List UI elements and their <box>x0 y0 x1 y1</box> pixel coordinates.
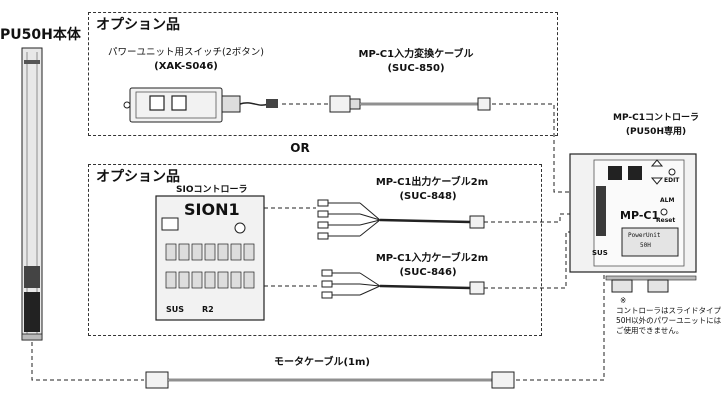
option-bottom-heading: オプション品 <box>96 169 180 185</box>
suc848-code: (SUC-848) <box>399 191 457 202</box>
switch-name: パワーユニット用スイッチ(2ボタン) <box>108 47 264 58</box>
suc848-cable <box>317 199 485 240</box>
or-label: OR <box>290 141 310 155</box>
note-line2: 50H以外のパワーユニットには <box>616 316 721 325</box>
controller-alm-label: ALM <box>660 197 675 204</box>
controller-model: MP-C1 <box>620 209 660 222</box>
controller-screen-line1: PowerUnit <box>628 232 661 239</box>
switch-code: (XAK-S046) <box>154 61 218 72</box>
pu50h-unit <box>21 47 43 341</box>
controller-reset-label: Reset <box>656 217 676 224</box>
option-top-heading: オプション品 <box>96 17 180 33</box>
controller-edit-label: EDIT <box>664 177 680 184</box>
note-mark: ※ <box>620 296 627 305</box>
sio-label: SIOコントローラ <box>176 185 248 195</box>
sio-footer-sus: SUS <box>166 305 185 314</box>
option-box-top <box>88 12 558 136</box>
sio-device <box>155 195 265 321</box>
pu50h-title: PU50H本体 <box>0 27 81 43</box>
motor-cable-name: モータケーブル(1m) <box>274 357 370 368</box>
note-line1: コントローラはスライドタイプ <box>616 306 721 315</box>
suc850-code: (SUC-850) <box>387 63 445 74</box>
suc850-name: MP-C1入力変換ケーブル <box>358 49 474 60</box>
option-box-bottom <box>88 164 542 336</box>
controller-brand: SUS <box>592 249 608 257</box>
mpc1-controller <box>569 153 697 293</box>
sio-footer-r2: R2 <box>202 305 214 314</box>
suc850-cable <box>329 95 491 113</box>
note-line3: ご使用できません。 <box>616 326 684 335</box>
suc848-name: MP-C1出力ケーブル2m <box>375 177 489 188</box>
controller-title: MP-C1コントローラ <box>613 113 699 123</box>
controller-subtitle: (PU50H専用) <box>625 127 687 137</box>
switch-device <box>123 87 278 123</box>
suc846-name: MP-C1入力ケーブル2m <box>375 253 489 264</box>
suc846-cable <box>321 269 485 299</box>
sio-device-text: SION1 <box>184 200 240 219</box>
controller-screen-line2: 50H <box>640 242 651 249</box>
suc846-code: (SUC-846) <box>399 267 457 278</box>
motor-cable <box>145 371 515 389</box>
